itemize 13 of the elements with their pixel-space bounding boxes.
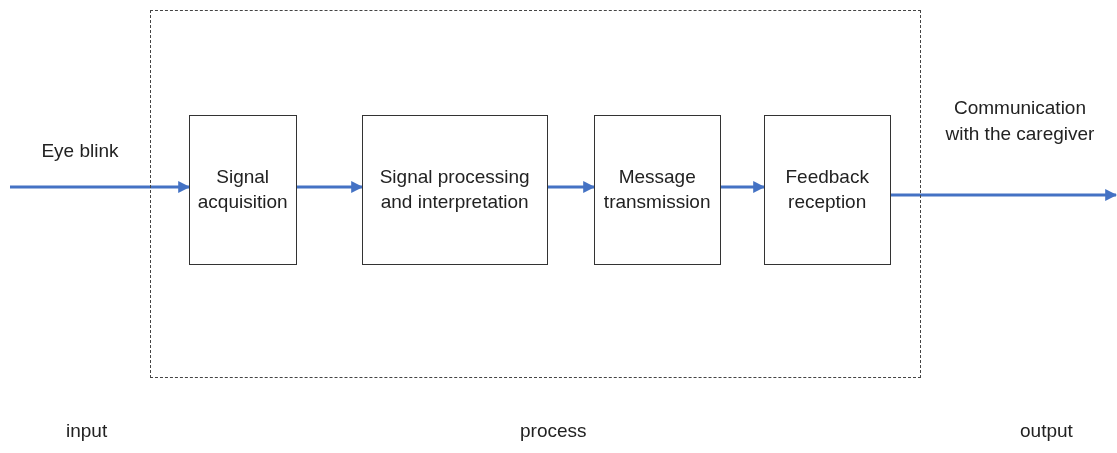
arrow	[10, 181, 191, 193]
stage-label: output	[1020, 420, 1073, 442]
stage-label: process	[520, 420, 587, 442]
arrow	[891, 189, 1117, 201]
process-box: Message transmission	[593, 114, 721, 265]
process-box: Feedback reception	[763, 114, 891, 265]
process-box: Signal acquisition	[188, 114, 297, 265]
dashed-boundary-box	[150, 10, 921, 378]
stage-label: input	[66, 420, 108, 442]
process-box: Signal processing and interpretation	[361, 114, 548, 265]
arrow	[548, 181, 596, 193]
arrow	[297, 181, 364, 193]
arrow	[721, 181, 766, 193]
